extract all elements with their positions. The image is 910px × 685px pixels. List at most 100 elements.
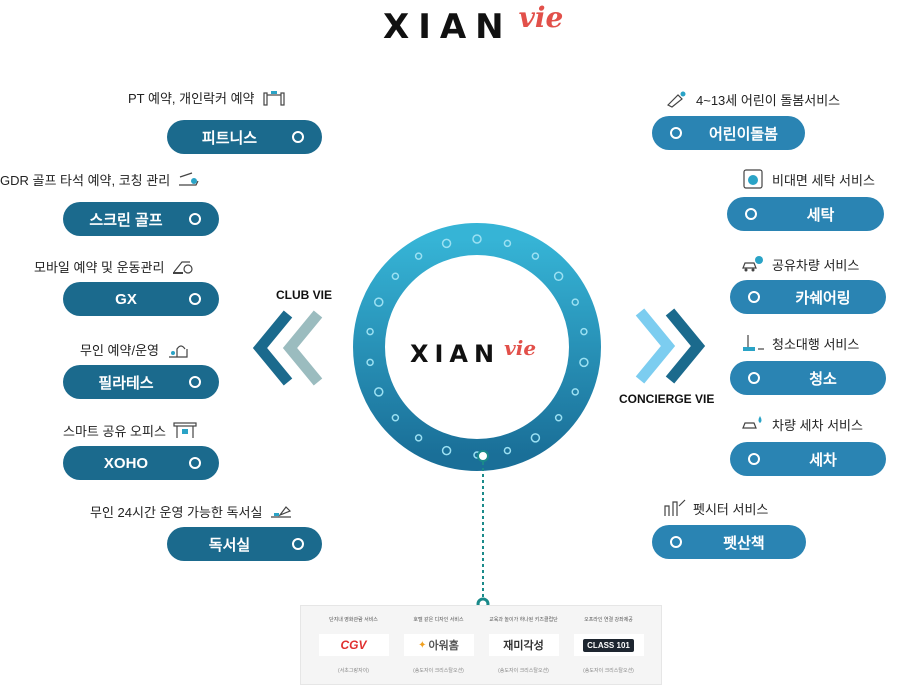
pill-label: 어린이돌봄 [708, 125, 778, 143]
ring-dot [441, 238, 452, 249]
circle-icon [189, 376, 201, 388]
laundry-button[interactable]: 세탁 [727, 197, 884, 231]
club-desc-pilates: 무인 예약/운영 [80, 338, 191, 360]
circle-icon [748, 453, 760, 465]
pill-label: 세차 [809, 451, 837, 469]
screen-golf-button[interactable]: 스크린 골프 [63, 202, 219, 236]
xian-vie-logo: XIAN vie [383, 1, 564, 47]
ring-dot [579, 357, 589, 368]
desc-text: 펫시터 서비스 [693, 501, 769, 517]
ring-dot [571, 298, 579, 306]
circle-icon [748, 291, 760, 303]
ring-dot [391, 413, 400, 422]
pet-walk-button[interactable]: 펫산책 [652, 525, 806, 559]
club-desc-xoho: 스마트 공유 오피스 [63, 419, 198, 441]
reading-icon [271, 506, 292, 518]
desc-text: 무인 24시간 운영 가능한 독서실 [90, 504, 263, 520]
logo-script: vie [518, 1, 564, 34]
pilates-button[interactable]: 필라테스 [63, 365, 219, 399]
desc-text: 무인 예약/운영 [80, 342, 159, 358]
ring-dot [472, 234, 482, 244]
circle-icon [670, 536, 682, 548]
car-wash-button[interactable]: 세차 [730, 442, 886, 476]
cleaning-icon [743, 335, 764, 351]
concierge-desc-cleaning: 청소대행 서비스 [740, 332, 859, 354]
concierge-desc-car-wash: 차량 세차 서비스 [740, 413, 863, 435]
partner-location: (송도자이 크리스탈오션) [498, 668, 549, 674]
concierge-desc-laundry: 비대면 세탁 서비스 [740, 168, 875, 190]
concierge-desc-car-share: 공유차량 서비스 [740, 253, 859, 275]
concierge-desc-child-care: 4~13세 어린이 돌봄서비스 [664, 88, 840, 110]
ring-dot [366, 358, 374, 367]
circle-icon [292, 131, 304, 143]
pill-label: GX [115, 290, 137, 308]
circle-icon [745, 208, 757, 220]
partner-location: (서초그랑자이) [338, 668, 369, 674]
partner-location: (송도자이 크리스탈오션) [413, 668, 464, 674]
desc-text: 모바일 예약 및 운동관리 [34, 259, 165, 275]
desc-text: 공유차량 서비스 [772, 257, 860, 273]
cleaning-button[interactable]: 청소 [730, 361, 886, 395]
chevron-right-icon [635, 308, 706, 384]
partner-desc: 단지내 영화관람 서비스 [329, 617, 378, 623]
ring-dot [414, 434, 423, 442]
desc-text: PT 예약, 개인락커 예약 [128, 90, 255, 106]
desc-text: 스마트 공유 오피스 [63, 423, 166, 439]
hub-ring [353, 223, 601, 471]
club-desc-fitness: PT 예약, 개인락커 예약 [128, 86, 287, 108]
circle-icon [189, 293, 201, 305]
child-care-button[interactable]: 어린이돌봄 [652, 116, 805, 150]
pill-label: 독서실 [208, 536, 251, 554]
partner-card: 교육과 놀이가 하나된 키즈클럽단 재미각성 (송도자이 크리스탈오션) [485, 612, 563, 678]
connector-line [476, 450, 490, 611]
partner-logo-text: 아워홈 [428, 640, 459, 652]
class101-logo: CLASS 101 [573, 634, 644, 656]
pill-label: 청소 [809, 370, 837, 388]
ring-dot [553, 271, 564, 282]
partner-logo-text: CGV [340, 638, 367, 652]
pet-icon [664, 499, 686, 516]
ring-dot [571, 388, 579, 396]
pill-label: 스크린 골프 [89, 211, 163, 229]
desc-text: 4~13세 어린이 돌봄서비스 [696, 92, 841, 108]
logo-word: XIAN [383, 7, 513, 47]
partner-card: 단지내 영화관람 서비스 CGV (서초그랑자이) [315, 612, 393, 678]
desc-text: GDR 골프 타석 예약, 코칭 관리 [0, 172, 171, 188]
child-care-icon [666, 91, 686, 108]
ring-dot [530, 433, 541, 443]
desc-text: 청소대행 서비스 [772, 336, 860, 352]
fitness-button[interactable]: 피트니스 [167, 120, 322, 154]
bike-icon [173, 261, 194, 274]
circle-icon [292, 538, 304, 550]
logo-word: XIAN [410, 340, 501, 368]
logo-script: vie [504, 336, 537, 360]
xoho-button[interactable]: XOHO [63, 446, 219, 480]
club-vie-title: CLUB VIE [276, 288, 333, 302]
ring-dot [531, 252, 540, 260]
car-share-icon [742, 256, 763, 272]
club-desc-golf: GDR 골프 타석 예약, 코칭 관리 [0, 168, 202, 190]
circle-icon [748, 372, 760, 384]
pill-label: 펫산책 [723, 534, 765, 552]
car-sharing-button[interactable]: 카쉐어링 [730, 280, 886, 314]
partner-logo-text: CLASS 101 [583, 638, 634, 652]
pill-label: 세탁 [806, 206, 835, 224]
club-desc-gx: 모바일 예약 및 운동관리 [34, 255, 196, 277]
club-desc-reading: 무인 24시간 운영 가능한 독서실 [90, 500, 294, 522]
ring-dot [374, 387, 384, 397]
circle-icon [189, 213, 201, 225]
desc-text: 비대면 세탁 서비스 [772, 172, 875, 188]
ring-dot [441, 445, 452, 456]
partner-desc: 교육과 놀이가 하나된 키즈클럽단 [489, 617, 558, 623]
ring-dot [374, 297, 384, 307]
reading-room-button[interactable]: 독서실 [167, 527, 322, 561]
laundry-icon [743, 169, 763, 189]
gx-button[interactable]: GX [63, 282, 219, 316]
star-icon: ✦ [418, 639, 427, 651]
office-icon [173, 422, 197, 438]
cgv-logo: CGV [318, 634, 389, 656]
ring-dot [580, 327, 588, 336]
partner-card: 호텔 같은 디자인 서비스 ✦아워홈 (송도자이 크리스탈오션) [400, 612, 478, 678]
ring-dot [391, 272, 400, 281]
pill-label: 필라테스 [98, 374, 154, 392]
